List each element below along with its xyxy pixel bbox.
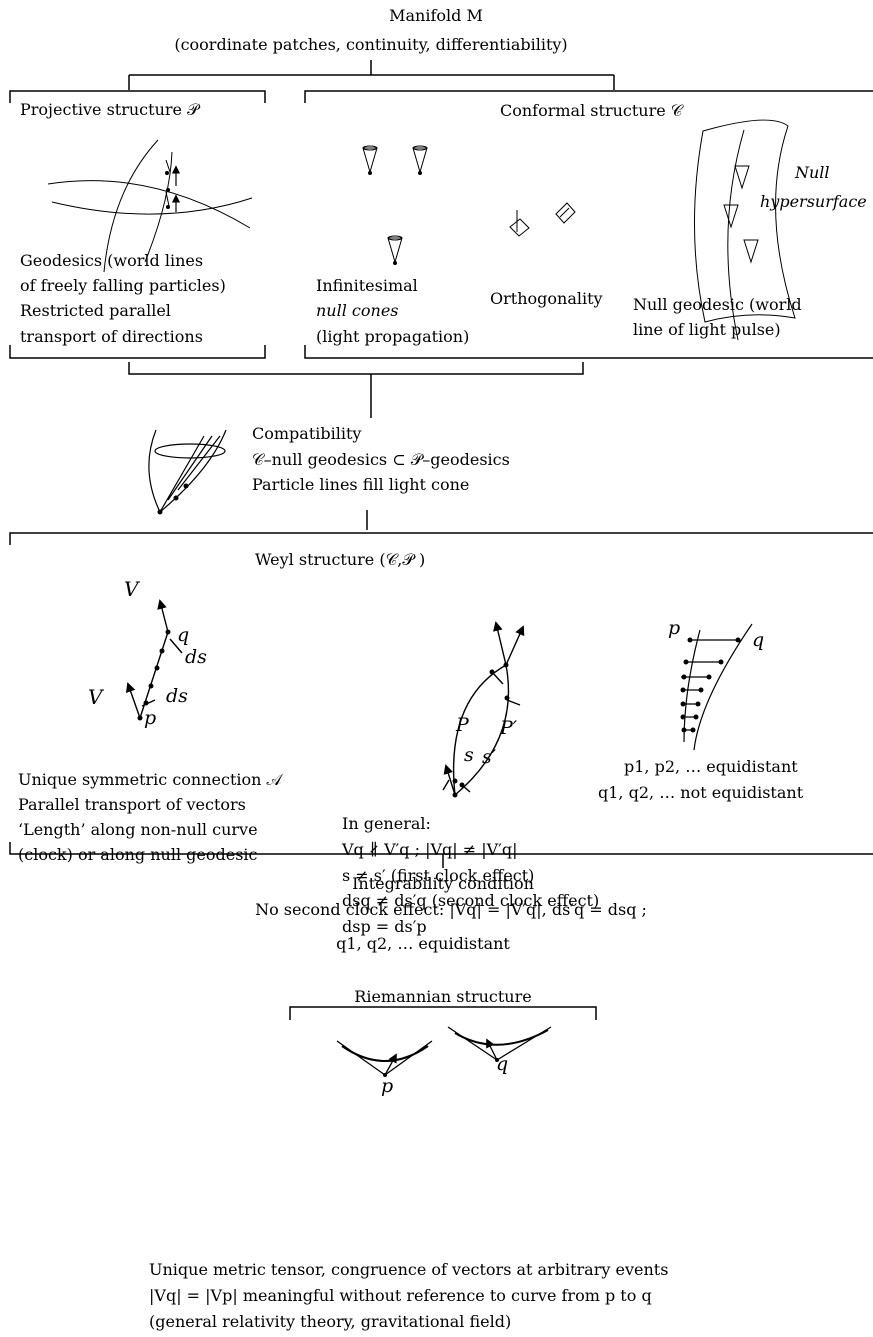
integrability-line-1: Integrability condition xyxy=(352,874,534,893)
weyl-general-2: s ≠ s′ (first clock effect) xyxy=(342,866,535,885)
riemann-p-label: p xyxy=(381,1075,394,1097)
compatibility-line-3: Particle lines fill light cone xyxy=(252,475,470,494)
weyl-ladder-points xyxy=(680,637,741,733)
weyl-general-3: dsq ≠ ds′q (second clock effect) xyxy=(342,891,600,910)
integrability-line-3: q1, q2, … equidistant xyxy=(336,934,510,953)
weyl-left-1: Unique symmetric connection 𝒜 xyxy=(18,770,282,789)
weyl-general-0: In general: xyxy=(342,814,431,833)
projective-geodesics xyxy=(47,139,253,273)
null-geodesic-line-2: line of light pulse) xyxy=(633,320,781,339)
ladder-q-label: q xyxy=(752,629,765,651)
riemann-line-2: |Vq| = |Vp| meaningful without reference… xyxy=(149,1286,652,1305)
riemann-sketch xyxy=(336,1026,552,1076)
weyl-q-label: q xyxy=(177,624,190,646)
conformal-title: Conformal structure 𝒞 xyxy=(500,101,683,120)
weyl-dsp-label: ds xyxy=(166,685,188,707)
manifold-subtitle: (coordinate patches, continuity, differe… xyxy=(174,35,568,54)
riemann-line-3: (general relativity theory, gravitationa… xyxy=(149,1312,512,1331)
weyl-general-1: Vq ∦ V′q ; |Vq| ≠ |V′q| xyxy=(342,840,518,859)
riemann-line-1: Unique metric tensor, congruence of vect… xyxy=(149,1260,669,1279)
weyl-equidistant-1: p1, p2, … equidistant xyxy=(624,757,798,776)
projective-line-3: Restricted parallel xyxy=(20,301,171,320)
weyl-P-label: P xyxy=(456,714,469,736)
weyl-left-2: Parallel transport of vectors xyxy=(18,795,246,814)
bracket-riemann xyxy=(289,1006,597,1020)
compatibility-sketch xyxy=(148,429,227,513)
weyl-left-4: (clock) or along null geodesic xyxy=(18,845,258,864)
cones-line-1: Infinitesimal xyxy=(316,276,418,295)
orthogonality-label: Orthogonality xyxy=(490,289,603,308)
bracket-merge xyxy=(128,362,584,418)
projective-line-4: transport of directions xyxy=(20,327,203,346)
weyl-middle-sketch xyxy=(442,621,525,796)
bracket-conformal-box xyxy=(304,90,873,359)
null-geodesic-line-1: Null geodesic (world xyxy=(633,295,802,314)
hypersurface-line-1: Null xyxy=(795,163,830,182)
bracket-manifold xyxy=(128,60,615,90)
compatibility-line-2: 𝒞–null geodesics ⊂ 𝒫–geodesics xyxy=(252,450,510,469)
projective-title: Projective structure 𝒫 xyxy=(20,100,199,119)
weyl-general-4: dsp = ds′p xyxy=(342,917,427,936)
weyl-dsq-label: ds xyxy=(185,646,207,668)
compatibility-line-1: Compatibility xyxy=(252,424,362,443)
weyl-vp-label: V xyxy=(88,685,103,709)
weyl-s-label: s xyxy=(464,744,474,766)
cones-line-2: null cones xyxy=(316,301,399,320)
hypersurface-line-2: hypersurface xyxy=(760,192,867,211)
cones-line-3: (light propagation) xyxy=(316,327,470,346)
weyl-title: Weyl structure (𝒞,𝒫 ) xyxy=(255,550,426,569)
weyl-left-3: ‘Length’ along non-null curve xyxy=(18,820,258,839)
riemann-q-label: q xyxy=(496,1053,509,1075)
riemann-title: Riemannian structure xyxy=(354,987,532,1006)
ladder-p-label: p xyxy=(668,617,681,639)
projective-line-2: of freely falling particles) xyxy=(20,276,226,295)
null-hypersurface-sketch xyxy=(694,119,796,341)
manifold-title: Manifold M xyxy=(389,6,483,25)
integrability-line-2: No second clock effect: |Vq| = |V′q|, ds… xyxy=(255,900,647,919)
null-cones xyxy=(362,145,428,264)
weyl-Pprime-label: P′ xyxy=(500,717,518,739)
bracket-weyl xyxy=(9,510,873,868)
weyl-vq-label: V xyxy=(124,577,139,601)
weyl-equidistant-2: q1, q2, … not equidistant xyxy=(598,783,804,802)
weyl-sprime-label: s′ xyxy=(482,746,497,768)
bracket-projective-box xyxy=(9,90,266,359)
weyl-p-label: p xyxy=(144,707,157,729)
orthogonality-sketch xyxy=(509,202,576,237)
projective-line-1: Geodesics (world lines xyxy=(20,251,204,270)
